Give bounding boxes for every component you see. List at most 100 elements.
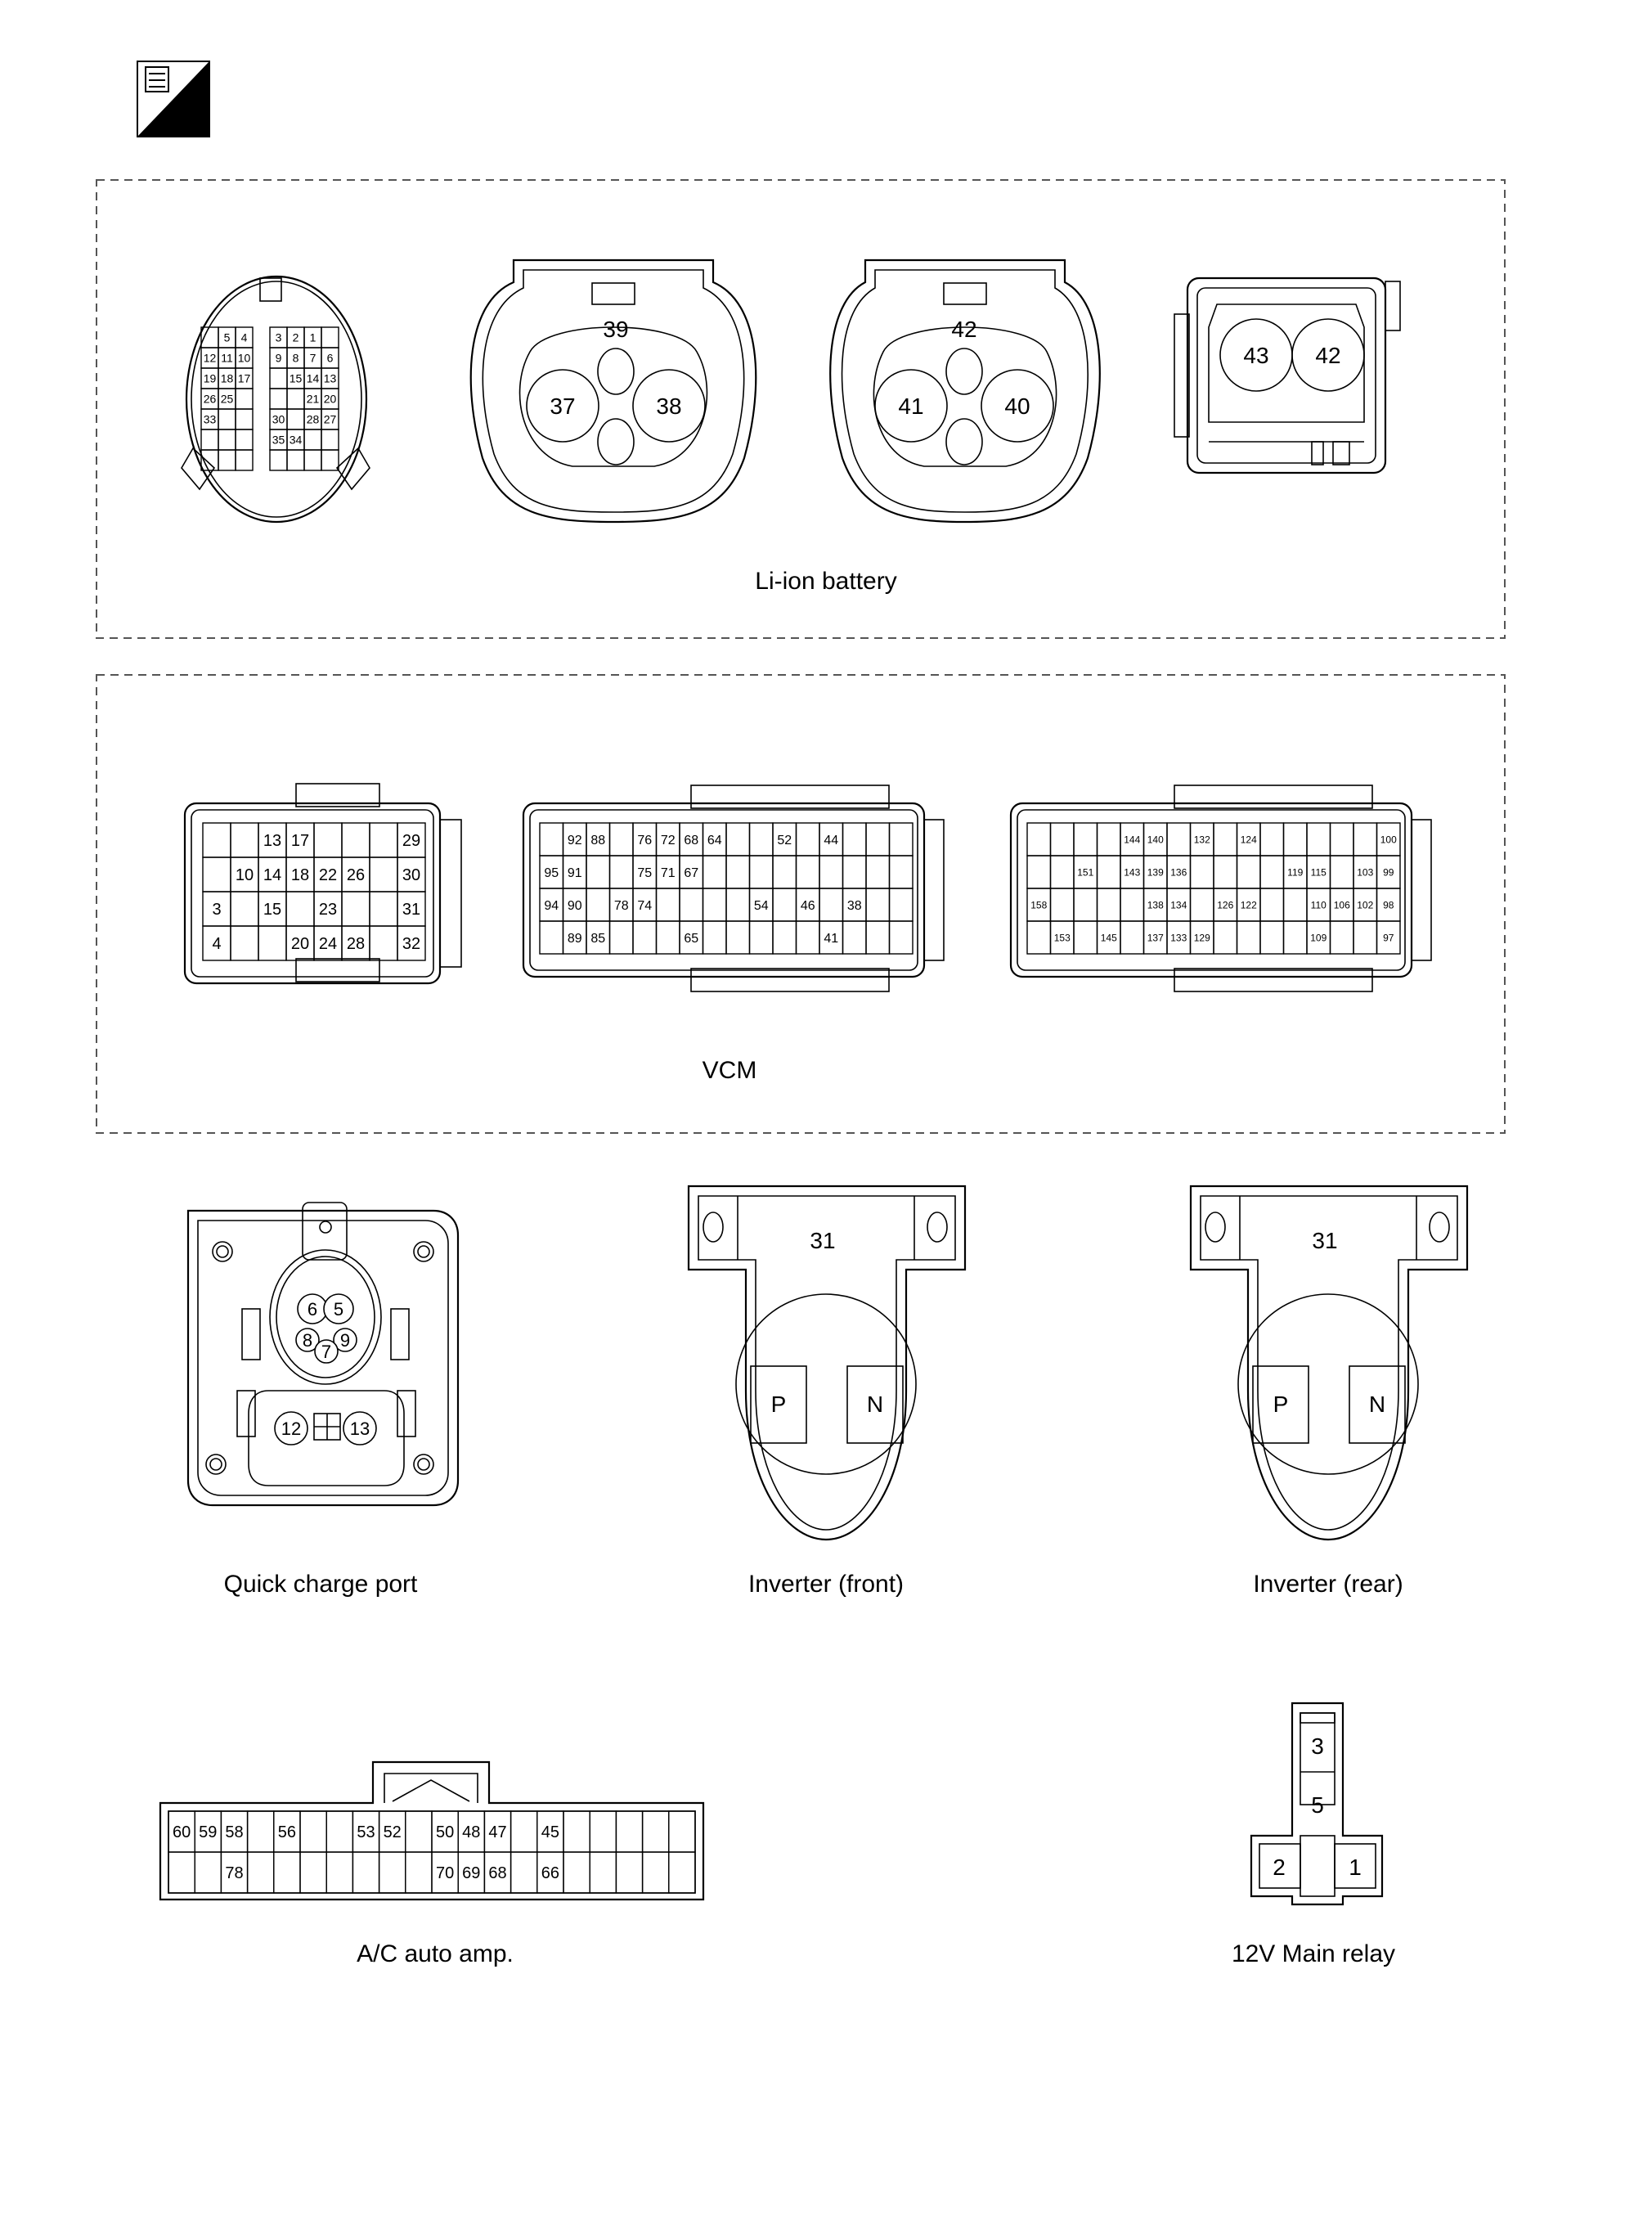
oval-left-pin-17: 17 <box>238 372 251 385</box>
vcm-c1-pin-14: 14 <box>263 866 281 884</box>
vcm-c1-pin-28: 28 <box>347 935 365 953</box>
inverter-front-pin-n: N <box>867 1392 883 1417</box>
relay-caption: 12V Main relay <box>1232 1940 1395 1967</box>
vcm-c2-pin-76: 76 <box>637 834 652 847</box>
oval-right-cell <box>286 449 305 471</box>
vcm-c1-pin-22: 22 <box>319 866 337 884</box>
ac-amp-pin-53: 53 <box>357 1823 375 1841</box>
oval-right-cell <box>303 449 322 471</box>
oval-right-pin-7: 7 <box>310 352 316 365</box>
oval-right-pin-2: 2 <box>293 331 299 344</box>
vcm-c3-cell <box>1236 920 1261 955</box>
ac-amp-cell <box>510 1810 538 1853</box>
vcm-c3-pin-138: 138 <box>1147 899 1164 910</box>
vcm-c2-cell <box>725 822 751 856</box>
ac-amp-cell <box>641 1851 670 1894</box>
ac-amp-cell <box>325 1810 354 1853</box>
ac-amp-cell <box>668 1810 696 1853</box>
relay-pin-2: 2 <box>1273 1855 1286 1880</box>
vcm-c2-pin-71: 71 <box>661 866 676 880</box>
vcm-group-frame <box>96 674 1506 1134</box>
vcm-c3-pin-151: 151 <box>1077 866 1093 878</box>
vcm-c1-cell <box>369 925 398 961</box>
ac-amp-cell <box>352 1851 380 1894</box>
vcm-c1-cell <box>285 891 315 927</box>
vcm-c1-pin-13: 13 <box>263 832 281 850</box>
inverter-front-pin-31: 31 <box>810 1228 835 1253</box>
oval-left-pin-25: 25 <box>221 393 234 406</box>
vcm-c3-cell <box>1282 822 1308 856</box>
vcm-c2-cell <box>842 855 867 889</box>
vcm-c1-pin-15: 15 <box>263 901 281 919</box>
pin-42b: 42 <box>1315 343 1340 368</box>
vcm-c1-pin-31: 31 <box>402 901 420 919</box>
oval-right-cell <box>321 449 339 471</box>
qc-pin-ring <box>314 1339 339 1364</box>
pin-40: 40 <box>1004 393 1030 419</box>
vcm-c3-cell <box>1073 920 1098 955</box>
vcm-c3-cell <box>1329 855 1354 889</box>
oval-left-pin-33: 33 <box>204 413 217 426</box>
vcm-c1-pin-20: 20 <box>291 935 309 953</box>
vcm-caption: VCM <box>703 1057 757 1084</box>
vcm-c2-cell <box>679 888 704 922</box>
oval-left-pin-19: 19 <box>204 372 217 385</box>
vcm-c2-cell <box>632 920 658 955</box>
vcm-c2-cell <box>725 920 751 955</box>
vcm-c2-cell <box>865 920 891 955</box>
oval-left-cell <box>218 449 236 471</box>
vcm-c3-pin-115: 115 <box>1311 866 1327 878</box>
vcm-c3-cell <box>1120 920 1145 955</box>
vcm-c1-cell <box>369 856 398 892</box>
quick-charge-caption: Quick charge port <box>224 1571 418 1598</box>
ac-amp-pin-45: 45 <box>541 1823 559 1841</box>
oval-left-cell <box>218 408 236 430</box>
vcm-c3-cell <box>1236 855 1261 889</box>
vcm-c3-pin-122: 122 <box>1241 899 1257 910</box>
vcm-c3-cell <box>1049 855 1075 889</box>
vcm-c3-cell <box>1026 855 1052 889</box>
ac-amp-pin-52: 52 <box>384 1823 402 1841</box>
ac-amp-cell <box>589 1851 617 1894</box>
oval-left-pin-18: 18 <box>221 372 234 385</box>
vcm-c1-pin-3: 3 <box>212 901 221 919</box>
vcm-c3-pin-144: 144 <box>1124 834 1140 845</box>
oval-right-pin-9: 9 <box>276 352 282 365</box>
ac-amp-cell <box>641 1810 670 1853</box>
pin-38: 38 <box>656 393 681 419</box>
vcm-c3-pin-106: 106 <box>1334 899 1350 910</box>
ac-amp-pin-47: 47 <box>488 1823 506 1841</box>
oval-left-cell <box>235 408 254 430</box>
vcm-c2-cell <box>865 822 891 856</box>
oval-right-pin-8: 8 <box>293 352 299 365</box>
vcm-c1-pin-26: 26 <box>347 866 365 884</box>
vcm-c3-cell <box>1353 920 1378 955</box>
vcm-c2-cell <box>608 920 634 955</box>
ac-amp-cell <box>246 1810 275 1853</box>
ac-amp-cell <box>273 1851 301 1894</box>
vcm-c1-pin-30: 30 <box>402 866 420 884</box>
vcm-c2-pin-92: 92 <box>568 834 582 847</box>
ac-amp-cell <box>405 1851 433 1894</box>
vcm-c3-pin-143: 143 <box>1124 866 1140 878</box>
ac-amp-caption: A/C auto amp. <box>357 1940 514 1967</box>
vcm-c2-cell <box>888 920 914 955</box>
vcm-c2-pin-46: 46 <box>801 899 815 913</box>
ac-amp-cell <box>378 1851 406 1894</box>
oval-left-pin-12: 12 <box>204 352 217 365</box>
oval-right-pin-14: 14 <box>307 372 320 385</box>
ac-amp-cell <box>668 1851 696 1894</box>
relay-pin-1: 1 <box>1349 1855 1362 1880</box>
oval-right-cell <box>286 388 305 410</box>
oval-right-cell <box>321 326 339 348</box>
oval-right-pin-35: 35 <box>272 434 285 447</box>
vcm-c2-pin-95: 95 <box>544 866 559 880</box>
qc-pin-8: 8 <box>303 1330 312 1351</box>
oval-right-cell <box>286 408 305 430</box>
qc-pin-ring <box>274 1411 308 1445</box>
vcm-c3-cell <box>1026 920 1052 955</box>
